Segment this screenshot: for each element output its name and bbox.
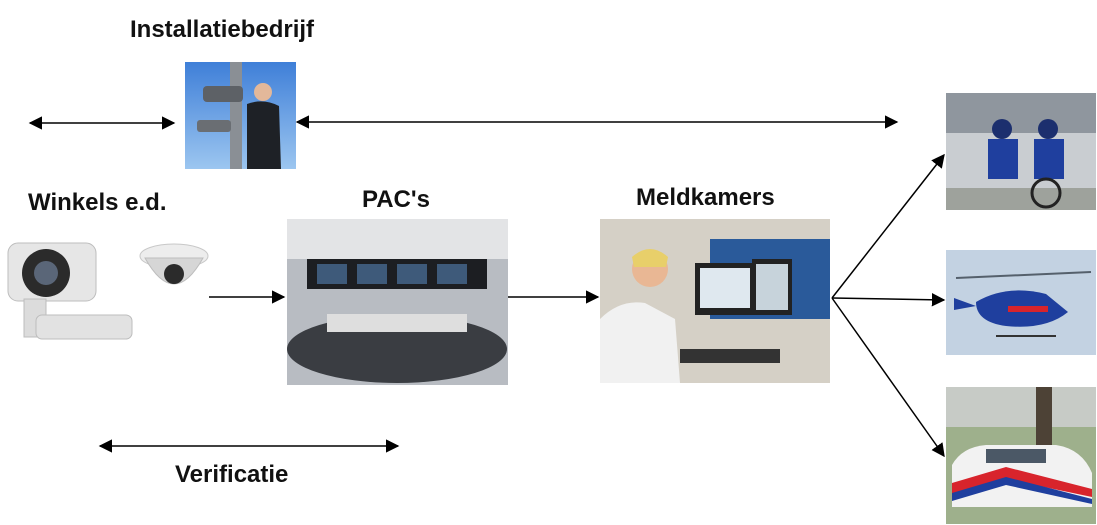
police-car-photo	[946, 387, 1096, 524]
shops-label: Winkels e.d.	[28, 189, 167, 216]
pac-label: PAC's	[362, 186, 430, 213]
pac-photo	[287, 219, 508, 385]
police-helicopter-photo	[946, 250, 1096, 355]
arrow-controlroom-car	[831, 297, 945, 458]
installer-photo	[185, 62, 296, 169]
control-room-photo	[600, 219, 830, 383]
dome-camera-icon	[137, 240, 211, 302]
control-room-label: Meldkamers	[636, 184, 775, 211]
arrow-controlroom-bike	[831, 153, 945, 299]
arrow-controlroom-helicopter	[831, 293, 946, 307]
bicycle-police-photo	[946, 93, 1096, 210]
bullet-camera-icon	[6, 233, 136, 358]
installer-label: Installatiebedrijf	[130, 16, 315, 43]
verification-label: Verificatie	[175, 461, 289, 488]
